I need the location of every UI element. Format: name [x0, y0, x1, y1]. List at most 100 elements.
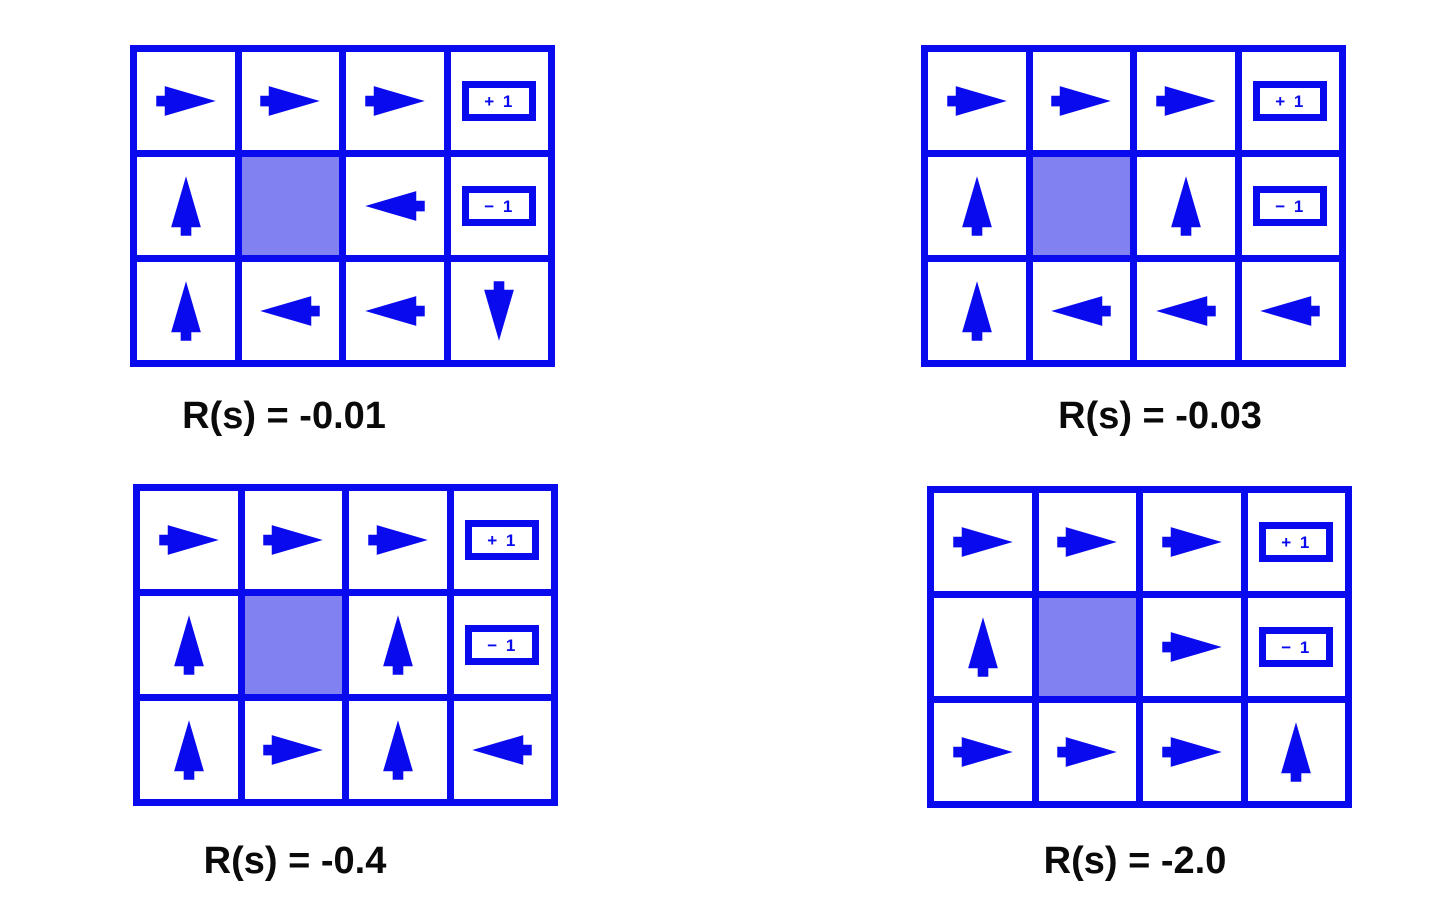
arrow-right-icon [947, 86, 1007, 116]
policy-cell-right [1032, 52, 1130, 150]
arrow-left-icon [260, 296, 320, 326]
policy-cell-right [934, 703, 1032, 801]
grid-cells: + 1 − 1 [934, 493, 1345, 801]
arrow-up-icon [961, 281, 992, 341]
policy-cell-up [934, 598, 1032, 696]
arrow-down-icon [484, 281, 515, 341]
arrow-left-icon [1156, 296, 1216, 326]
arrow-left-icon [1051, 296, 1111, 326]
arrow-right-icon [1051, 86, 1111, 116]
arrow-right-icon [260, 86, 320, 116]
policy-cell-left [346, 157, 444, 255]
arrow-left-icon [365, 296, 425, 326]
arrow-right-icon [1162, 632, 1222, 662]
arrow-up-icon [1281, 722, 1312, 782]
policy-cell-up [928, 157, 1026, 255]
policy-cell-left [346, 262, 444, 360]
terminal-cell-plus-one: + 1 [450, 52, 548, 150]
arrow-right-icon [953, 527, 1013, 557]
policy-cell-right [140, 491, 238, 589]
policy-cell-up [1247, 703, 1345, 801]
wall-cell [244, 596, 342, 694]
minus-one-label: − 1 [1281, 637, 1312, 657]
policy-cell-right [1143, 598, 1241, 696]
arrow-up-icon [961, 176, 992, 236]
arrow-right-icon [1057, 527, 1117, 557]
grid-caption-r-minus-0-01: R(s) = -0.01 [182, 395, 386, 437]
grid-caption-r-minus-0-4: R(s) = -0.4 [203, 840, 387, 882]
arrow-up-icon [173, 615, 204, 675]
arrow-right-icon [1162, 737, 1222, 767]
policy-cell-right [244, 701, 342, 799]
arrow-up-icon [382, 615, 413, 675]
minus-one-label: − 1 [487, 635, 518, 655]
arrow-right-icon [953, 737, 1013, 767]
policy-cell-up [349, 701, 447, 799]
policy-cell-right [137, 52, 235, 150]
policy-cell-up [928, 262, 1026, 360]
policy-cell-right [1143, 703, 1241, 801]
arrow-up-icon [173, 720, 204, 780]
grid-cells: + 1 − 1 [928, 52, 1339, 360]
policy-cell-left [241, 262, 339, 360]
terminal-cell-plus-one: + 1 [1247, 493, 1345, 591]
policy-cell-right [934, 493, 1032, 591]
arrow-up-icon [170, 176, 201, 236]
terminal-cell-plus-one: + 1 [1241, 52, 1339, 150]
wall-cell [1038, 598, 1136, 696]
arrow-right-icon [1057, 737, 1117, 767]
arrow-left-icon [472, 735, 532, 765]
arrow-right-icon [156, 86, 216, 116]
terminal-cell-minus-one: − 1 [450, 157, 548, 255]
plus-one-label: + 1 [484, 91, 515, 111]
policy-cell-right [928, 52, 1026, 150]
plus-one-box: + 1 [465, 520, 540, 560]
minus-one-box: − 1 [1253, 186, 1328, 226]
policy-cell-left [1137, 262, 1235, 360]
policy-cell-right [241, 52, 339, 150]
policy-cell-right [349, 491, 447, 589]
arrow-right-icon [365, 86, 425, 116]
policy-cell-up [140, 701, 238, 799]
arrow-right-icon [1156, 86, 1216, 116]
policy-cell-right [1143, 493, 1241, 591]
policy-cell-up [137, 262, 235, 360]
policy-cell-up [349, 596, 447, 694]
gridworld-grid-r-minus-2-0: + 1 − 1 [927, 486, 1352, 808]
policy-cell-right [244, 491, 342, 589]
policy-cell-right [1038, 703, 1136, 801]
plus-one-label: + 1 [1281, 532, 1312, 552]
arrow-left-icon [365, 191, 425, 221]
policy-cell-up [137, 157, 235, 255]
grid-cells: + 1 − 1 [137, 52, 548, 360]
wall-cell [1032, 157, 1130, 255]
arrow-right-icon [263, 735, 323, 765]
plus-one-box: + 1 [1259, 522, 1334, 562]
arrow-right-icon [1162, 527, 1222, 557]
arrow-up-icon [382, 720, 413, 780]
minus-one-label: − 1 [1275, 196, 1306, 216]
policy-cell-right [1038, 493, 1136, 591]
minus-one-box: − 1 [1259, 627, 1334, 667]
grid-cells: + 1 − 1 [140, 491, 551, 799]
policy-cell-up [140, 596, 238, 694]
terminal-cell-plus-one: + 1 [453, 491, 551, 589]
policy-cell-right [346, 52, 444, 150]
arrow-left-icon [1260, 296, 1320, 326]
arrow-right-icon [263, 525, 323, 555]
gridworld-grid-r-minus-0-03: + 1 − 1 [921, 45, 1346, 367]
gridworld-grid-r-minus-0-4: + 1 − 1 [133, 484, 558, 806]
arrow-right-icon [159, 525, 219, 555]
policy-cell-left [1032, 262, 1130, 360]
policy-cell-up [1137, 157, 1235, 255]
arrow-up-icon [967, 617, 998, 677]
terminal-cell-minus-one: − 1 [453, 596, 551, 694]
policy-cell-right [1137, 52, 1235, 150]
terminal-cell-minus-one: − 1 [1247, 598, 1345, 696]
grid-caption-r-minus-0-03: R(s) = -0.03 [1058, 395, 1262, 437]
plus-one-label: + 1 [1275, 91, 1306, 111]
policy-cell-down [450, 262, 548, 360]
gridworld-grid-r-minus-0-01: + 1 − 1 [130, 45, 555, 367]
wall-cell [241, 157, 339, 255]
